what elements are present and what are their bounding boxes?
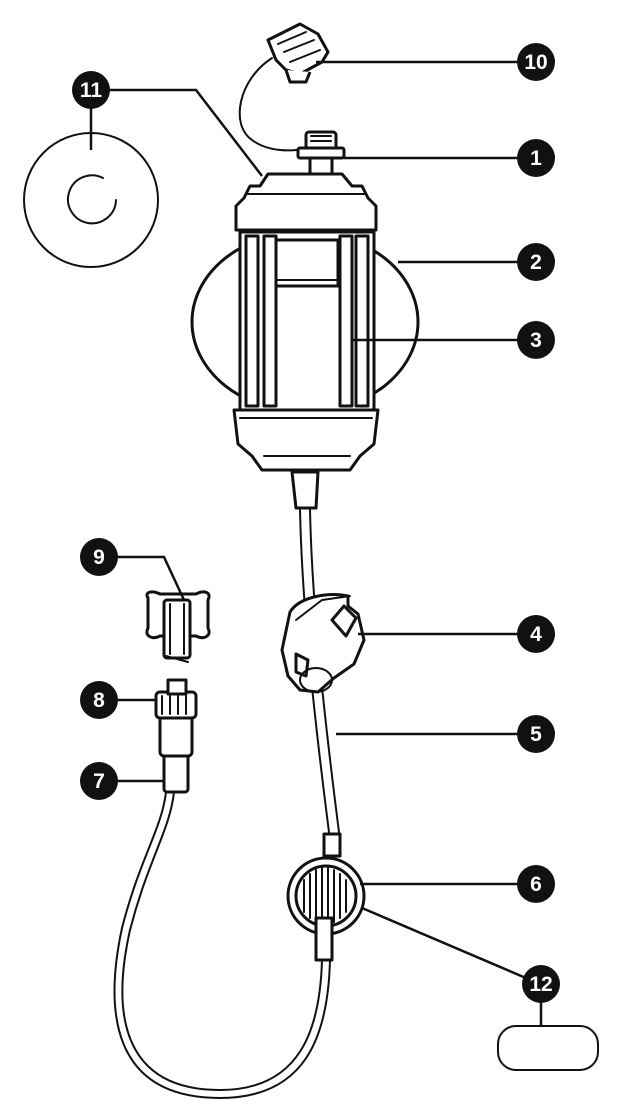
part-7-connector bbox=[158, 714, 194, 794]
callout-8: 8 bbox=[80, 681, 118, 719]
callout-11: 11 bbox=[72, 71, 110, 109]
callout-1: 1 bbox=[517, 139, 555, 177]
callout-5: 5 bbox=[517, 715, 555, 753]
part-6-regulator bbox=[286, 832, 366, 962]
callout-4-label: 4 bbox=[530, 623, 542, 646]
part-11-disc bbox=[23, 132, 159, 268]
callout-9: 9 bbox=[80, 538, 118, 576]
callout-8-label: 8 bbox=[93, 689, 105, 712]
callout-3-label: 3 bbox=[530, 329, 542, 352]
callout-1-label: 1 bbox=[530, 147, 542, 170]
callout-10-label: 10 bbox=[524, 51, 547, 74]
callout-5-label: 5 bbox=[530, 723, 542, 746]
part-4-clamp bbox=[280, 593, 366, 694]
callout-2: 2 bbox=[517, 243, 555, 281]
lower-tubing bbox=[113, 791, 331, 1099]
part-12-pad bbox=[497, 1025, 599, 1071]
part-9-end-cap bbox=[145, 590, 211, 663]
callout-2-label: 2 bbox=[530, 251, 542, 274]
callout-6: 6 bbox=[517, 865, 555, 903]
callout-7: 7 bbox=[80, 762, 118, 800]
callout-12-label: 12 bbox=[529, 973, 552, 996]
callout-6-label: 6 bbox=[530, 873, 542, 896]
callout-3: 3 bbox=[517, 321, 555, 359]
callout-12: 12 bbox=[522, 965, 560, 1003]
callout-11-label: 11 bbox=[80, 79, 103, 102]
reservoir bbox=[190, 172, 420, 510]
callout-10: 10 bbox=[517, 43, 555, 81]
callout-7-label: 7 bbox=[93, 770, 105, 793]
part-8-luer-lock bbox=[154, 678, 198, 720]
callout-9-label: 9 bbox=[93, 546, 105, 569]
part-1-port bbox=[296, 130, 346, 176]
callout-4: 4 bbox=[517, 615, 555, 653]
leader-lines bbox=[89, 60, 543, 1026]
part-3-cage bbox=[238, 230, 376, 412]
